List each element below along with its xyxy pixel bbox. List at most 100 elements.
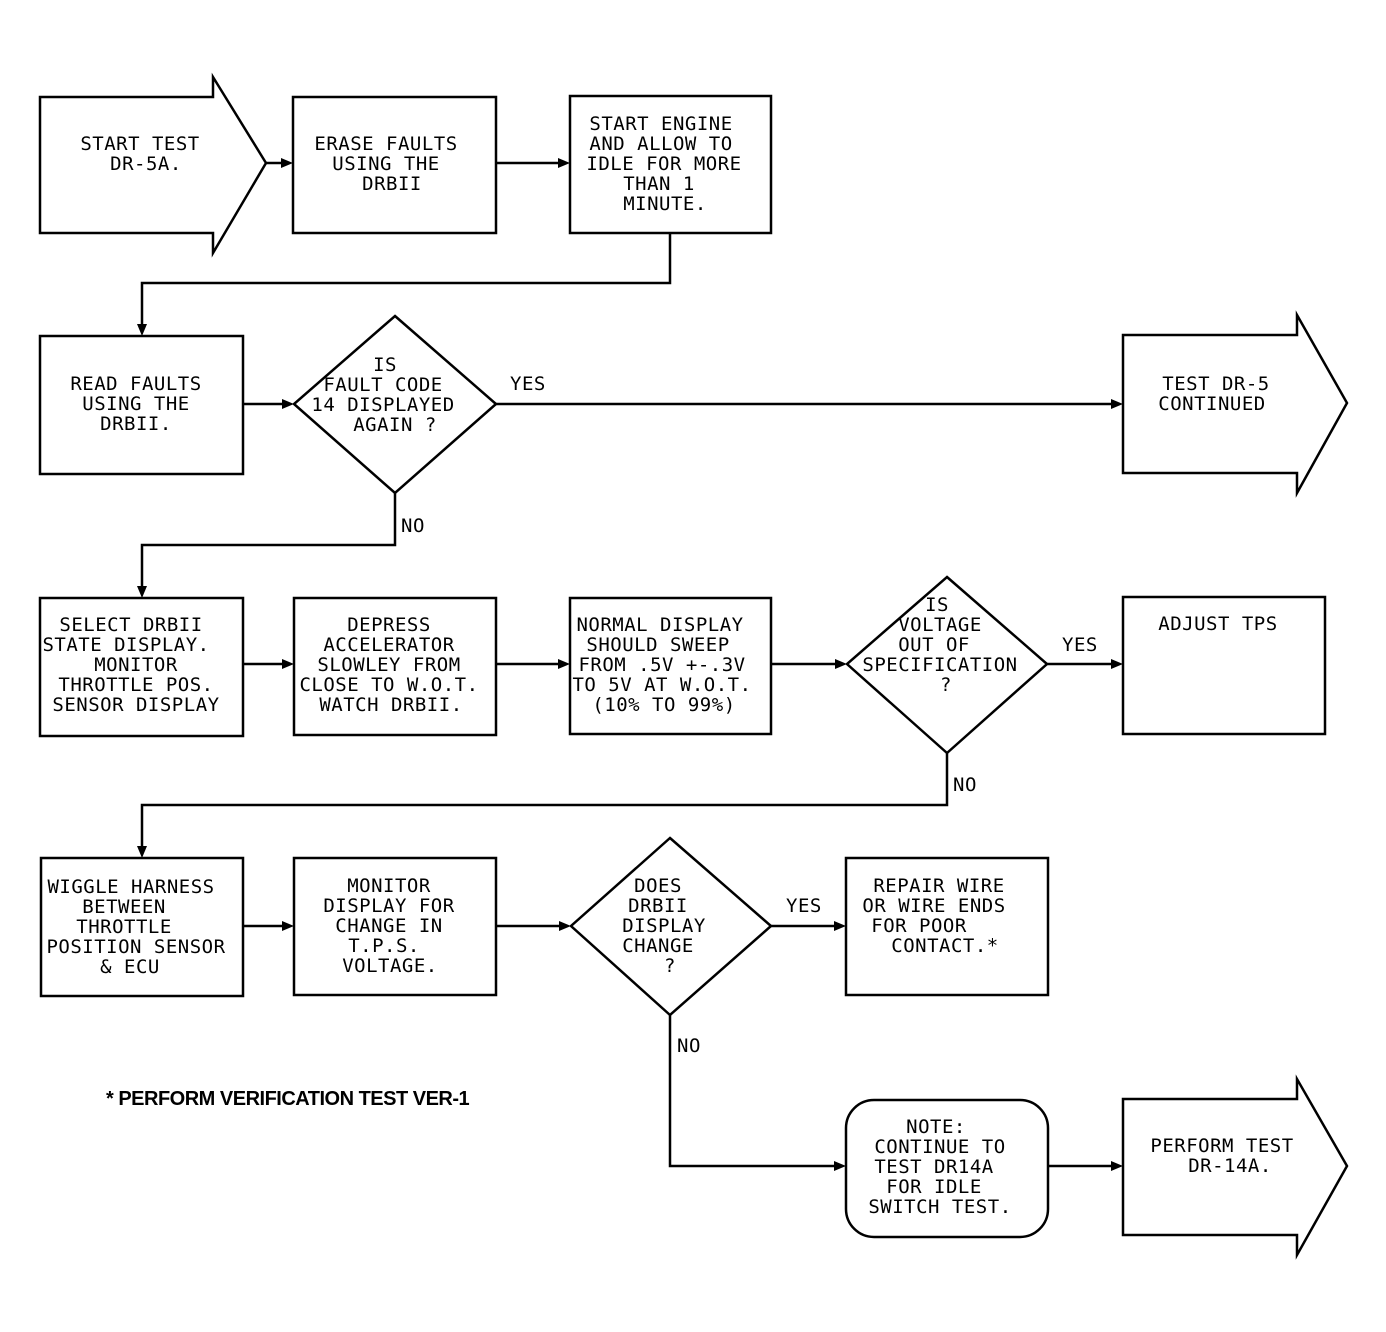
test-dr5-continued-arrow: TEST DR-5 CONTINUED	[1121, 310, 1349, 498]
drbii-change-line-1: DOES	[634, 875, 682, 897]
wiggle-line-5: & ECU	[100, 956, 160, 978]
adjust-tps-box: ADJUST TPS	[1121, 595, 1327, 736]
start-line-1: START TEST	[80, 133, 199, 155]
fault-code-line-4: AGAIN ?	[353, 414, 437, 436]
normal-display-box: NORMAL DISPLAY SHOULD SWEEP FROM .5V +-.…	[568, 596, 773, 736]
normal-line-5: (10% TO 99%)	[592, 694, 735, 716]
start-engine-line-3: IDLE FOR MORE	[586, 153, 741, 175]
voltage-line-5: ?	[940, 674, 952, 696]
repair-wire-box: REPAIR WIRE OR WIRE ENDS FOR POOR CONTAC…	[844, 856, 1050, 997]
depress-line-3: SLOWLEY FROM	[317, 654, 460, 676]
note-continue-box: NOTE: CONTINUE TO TEST DR14A FOR IDLE SW…	[844, 1098, 1050, 1239]
drbii-change-line-3: DISPLAY	[622, 915, 706, 937]
depress-line-1: DEPRESS	[347, 614, 431, 636]
normal-line-4: TO 5V AT W.O.T.	[572, 674, 751, 696]
voltage-line-1: IS	[925, 594, 949, 616]
drbii-change-decision: DOES DRBII DISPLAY CHANGE ?	[569, 836, 773, 1017]
start-engine-box: START ENGINE AND ALLOW TO IDLE FOR MORE …	[568, 94, 773, 235]
depress-line-2: ACCELERATOR	[323, 634, 454, 656]
svg-text:ERASE FAULTS USING THE: ERASE FAULTS USING THE DRBII	[314, 133, 469, 195]
svg-text:PERFORM TEST DR-14A.: PERFORM TEST DR-14A.	[1150, 1135, 1305, 1177]
adjust-tps-line-1: ADJUST TPS	[1158, 613, 1277, 635]
repair-line-3: FOR POOR	[871, 915, 967, 937]
note-line-2: CONTINUE TO	[874, 1136, 1005, 1158]
voltage-decision: IS VOLTAGE OUT OF SPECIFICATION ?	[845, 575, 1049, 755]
note-line-1: NOTE:	[906, 1116, 966, 1138]
voltage-line-3: OUT OF	[898, 634, 970, 656]
start-engine-line-1: START ENGINE	[589, 113, 732, 135]
fault-code-line-1: IS	[373, 354, 397, 376]
drbii-change-line-4: CHANGE	[622, 935, 694, 957]
read-faults-line-1: READ FAULTS	[70, 373, 201, 395]
select-line-1: SELECT DRBII	[59, 614, 202, 636]
start-engine-line-5: MINUTE.	[623, 193, 707, 215]
monitor-display-box: MONITOR DISPLAY FOR CHANGE IN T.P.S. VOL…	[292, 856, 498, 997]
depress-line-5: WATCH DRBII.	[319, 694, 462, 716]
normal-line-1: NORMAL DISPLAY	[576, 614, 743, 636]
monitor-line-4: T.P.S.	[348, 935, 420, 957]
select-line-2: STATE DISPLAY.	[42, 634, 209, 656]
test-dr5-line-2: CONTINUED	[1158, 393, 1265, 415]
svg-text:MONITOR DISPLAY FOR: MONITOR DISPLAY FOR CHANGE IN T.P.S. VOL…	[323, 875, 466, 977]
wiggle-line-2: BETWEEN	[82, 896, 166, 918]
footnote: * PERFORM VERIFICATION TEST VER-1	[106, 1088, 470, 1110]
wiggle-line-4: POSITION SENSOR	[46, 936, 225, 958]
repair-line-2: OR WIRE ENDS	[862, 895, 1005, 917]
yes-label-2: YES	[1062, 634, 1098, 656]
erase-line-2: USING THE	[332, 153, 439, 175]
monitor-line-5: VOLTAGE.	[342, 955, 438, 977]
svg-text:IS VOLTAGE OUT OF: IS VOLTAGE OUT OF SPECIFICATION ?	[862, 594, 1029, 696]
svg-text:READ FAULTS USING THE: READ FAULTS USING THE DRBII.	[70, 373, 213, 435]
monitor-line-3: CHANGE IN	[335, 915, 442, 937]
voltage-line-4: SPECIFICATION	[862, 654, 1017, 676]
repair-line-1: REPAIR WIRE	[873, 875, 1004, 897]
depress-line-4: CLOSE TO W.O.T.	[299, 674, 478, 696]
svg-text:NOTE: CONTINUE TO: NOTE: CONTINUE TO TEST DR14A FOR IDLE SW…	[868, 1116, 1017, 1218]
yes-label-1: YES	[510, 373, 546, 395]
select-drbii-box: SELECT DRBII STATE DISPLAY. MONITOR THRO…	[38, 596, 245, 738]
fault-code-line-2: FAULT CODE	[323, 374, 442, 396]
svg-text:START TEST DR-5A.: START TEST DR-5A.	[80, 133, 211, 175]
fault-code-line-3: 14 DISPLAYED	[311, 394, 454, 416]
yes-label-3: YES	[786, 895, 822, 917]
perform-line-1: PERFORM TEST	[1150, 1135, 1293, 1157]
svg-text:TEST DR-5 CONTINUED: TEST DR-5 CONTINUED	[1158, 373, 1281, 415]
normal-line-3: FROM .5V +-.3V	[578, 654, 745, 676]
start-test-arrow: START TEST DR-5A.	[38, 72, 268, 258]
perform-line-2: DR-14A.	[1188, 1155, 1272, 1177]
start-line-2: DR-5A.	[110, 153, 182, 175]
select-line-4: THROTTLE POS.	[58, 674, 213, 696]
drbii-change-line-5: ?	[664, 955, 676, 977]
fault-code-decision: IS FAULT CODE 14 DISPLAYED AGAIN ?	[292, 314, 498, 495]
test-dr5-line-1: TEST DR-5	[1162, 373, 1269, 395]
svg-text:WIGGLE HARNESS BETWEEN: WIGGLE HARNESS BETWEEN THROTTLE POSITION…	[46, 876, 237, 978]
erase-line-1: ERASE FAULTS	[314, 133, 457, 155]
normal-line-2: SHOULD SWEEP	[586, 634, 729, 656]
note-line-5: SWITCH TEST.	[868, 1196, 1011, 1218]
select-line-5: SENSOR DISPLAY	[52, 694, 219, 716]
svg-text:ADJUST TPS: ADJUST TPS	[1158, 613, 1277, 635]
start-engine-line-2: AND ALLOW TO	[589, 133, 732, 155]
monitor-line-2: DISPLAY FOR	[323, 895, 454, 917]
svg-text:DEPRESS ACCELERATOR: DEPRESS ACCELERATOR SLOWLEY FROM CLOSE T…	[299, 614, 490, 716]
note-line-3: TEST DR14A	[874, 1156, 993, 1178]
read-faults-box: READ FAULTS USING THE DRBII.	[38, 334, 245, 476]
depress-accelerator-box: DEPRESS ACCELERATOR SLOWLEY FROM CLOSE T…	[292, 596, 498, 737]
erase-faults-box: ERASE FAULTS USING THE DRBII	[291, 95, 498, 235]
read-faults-line-3: DRBII.	[100, 413, 172, 435]
no-label-1: NO	[401, 515, 425, 537]
wiggle-harness-box: WIGGLE HARNESS BETWEEN THROTTLE POSITION…	[39, 856, 245, 998]
start-engine-line-4: THAN 1	[623, 173, 695, 195]
svg-text:REPAIR WIRE OR WIRE ENDS: REPAIR WIRE OR WIRE ENDS FOR POOR CONTAC…	[862, 875, 1017, 957]
drbii-change-line-2: DRBII	[628, 895, 688, 917]
note-line-4: FOR IDLE	[886, 1176, 982, 1198]
monitor-line-1: MONITOR	[347, 875, 431, 897]
svg-text:START ENGINE AND ALLOW T: START ENGINE AND ALLOW TO IDLE FOR MORE …	[586, 113, 753, 215]
connectors	[137, 158, 1123, 1171]
svg-text:DOES DRBII DISPLAY: DOES DRBII DISPLAY CHANGE ?	[622, 875, 718, 977]
voltage-line-2: VOLTAGE	[898, 614, 982, 636]
svg-text:SELECT DRBII STATE DISPL: SELECT DRBII STATE DISPLAY. MONITOR THRO…	[42, 614, 225, 716]
no-label-3: NO	[677, 1035, 701, 1057]
wiggle-line-1: WIGGLE HARNESS	[47, 876, 214, 898]
